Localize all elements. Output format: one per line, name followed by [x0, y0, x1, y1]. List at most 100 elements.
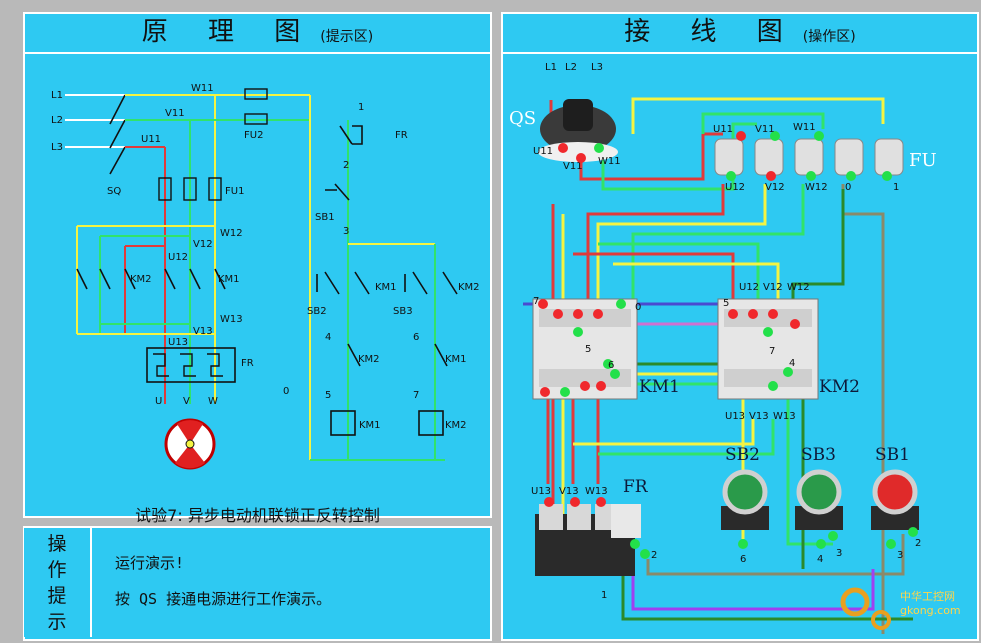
ctrl-node-5: 5: [325, 390, 331, 401]
node-v11: V11: [165, 108, 185, 119]
hint-char-3: 提: [47, 584, 67, 607]
fr-main-label: FR: [241, 358, 254, 369]
sb2-button[interactable]: [721, 469, 769, 530]
hint-char-2: 作: [47, 558, 67, 581]
sb3-label: SB3: [393, 306, 413, 317]
schematic-subtitle: (提示区): [320, 29, 374, 45]
wiring-title-bar: 接 线 图 (操作区): [503, 14, 977, 54]
operation-hint-panel: [23, 526, 492, 641]
fr-top-u13: U13: [531, 486, 551, 497]
motor-w: W: [208, 396, 218, 407]
ctrl-node-0: 0: [283, 386, 289, 397]
fr-relay[interactable]: [535, 504, 641, 576]
ctrl-node-7: 7: [413, 390, 419, 401]
fr-contact-label: FR: [395, 130, 408, 141]
km2-label: KM2: [819, 377, 860, 397]
km2-interlock-label: KM2: [358, 354, 380, 365]
km2-bottom-u13: U13: [725, 411, 745, 422]
km2-term-5: 5: [723, 298, 729, 309]
fr-thermal: [146, 347, 236, 383]
btn-term-3a: 3: [836, 548, 842, 559]
km2-term-7: 7: [769, 346, 775, 357]
km1-term-6: 6: [608, 360, 614, 371]
km1-main-label: KM1: [218, 274, 240, 285]
fu-bottom-0: 0: [845, 182, 851, 193]
ctrl-node-3: 3: [343, 226, 349, 237]
wiring-diagram[interactable]: QS L1 L2 L3 U11 V11 W11 U11 V11 W11 U12 …: [503, 14, 981, 643]
fu1-fuse-w: [208, 177, 222, 201]
km1-term-7: 7: [533, 296, 539, 307]
hint-char-4: 示: [47, 610, 67, 633]
phase-l3: L3: [51, 142, 63, 153]
btn-term-6: 6: [740, 554, 746, 565]
fr-label: FR: [623, 477, 649, 497]
fu-bottom-u12: U12: [725, 182, 745, 193]
km1-term-5: 5: [585, 344, 591, 355]
wiring-title: 接 线 图: [624, 17, 799, 47]
hint-char-1: 操: [47, 532, 67, 555]
fu-bottom-w12: W12: [805, 182, 828, 193]
km2-coil-label: KM2: [445, 420, 467, 431]
km2-bottom-w13: W13: [773, 411, 796, 422]
km1-aux-label: KM1: [375, 282, 397, 293]
km1-coil-label: KM1: [359, 420, 381, 431]
km1-label: KM1: [639, 377, 680, 397]
motor-v: V: [183, 396, 190, 407]
fu-block[interactable]: [714, 138, 904, 176]
fu1-fuse-v: [183, 177, 197, 201]
qs-top-l3: L3: [591, 62, 603, 73]
node-v12: V12: [193, 239, 213, 250]
km2-top-u12: U12: [739, 282, 759, 293]
fu-top-u11: U11: [713, 124, 733, 135]
sb2-label: SB2: [725, 445, 760, 465]
node-v13: V13: [193, 326, 213, 337]
ctrl-node-6: 6: [413, 332, 419, 343]
km2-term-4: 4: [789, 358, 795, 369]
fr-top-v13: V13: [559, 486, 579, 497]
wiring-panel: 接 线 图 (操作区): [501, 12, 979, 641]
sb3-button[interactable]: [795, 469, 843, 530]
schematic-panel: 原 理 图 (提示区) L1 L2 L3 SQ W11 V11 U11: [23, 12, 492, 525]
schematic-caption: 试验7: 异步电动机联锁正反转控制: [135, 506, 380, 525]
fu1-fuse-u: [158, 177, 172, 201]
sq-label: SQ: [107, 186, 121, 197]
fr-term-2: 2: [651, 550, 657, 561]
km2-coil: [418, 410, 444, 436]
km2-main-label: KM2: [130, 274, 152, 285]
km1-interlock-label: KM1: [445, 354, 467, 365]
wiring-subtitle: (操作区): [802, 29, 856, 45]
operation-hint-label: 操 作 提 示: [24, 528, 92, 637]
ctrl-node-1: 1: [358, 102, 364, 113]
sb2-label: SB2: [307, 306, 327, 317]
phase-l2: L2: [51, 115, 63, 126]
km2-aux-label: KM2: [458, 282, 480, 293]
qs-term-w11: W11: [598, 156, 621, 167]
fu1-label: FU1: [225, 186, 244, 197]
sb3-label: SB3: [801, 445, 836, 465]
phase-l1: L1: [51, 90, 63, 101]
km1-term-0: 0: [635, 302, 641, 313]
ctrl-node-4: 4: [325, 332, 331, 343]
node-u11: U11: [141, 134, 161, 145]
fu-bottom-v12: V12: [765, 182, 785, 193]
qs-top-l1: L1: [545, 62, 557, 73]
node-w11: W11: [191, 83, 214, 94]
node-u13: U13: [168, 337, 188, 348]
sb1-button[interactable]: [871, 469, 919, 530]
node-u12: U12: [168, 252, 188, 263]
fr-term-1: 1: [601, 590, 607, 601]
schematic-title-bar: 原 理 图 (提示区): [25, 14, 490, 54]
ctrl-node-2: 2: [343, 160, 349, 171]
km1-coil: [330, 410, 356, 436]
sb1-label: SB1: [315, 212, 335, 223]
fr-top-w13: W13: [585, 486, 608, 497]
fu-bottom-1: 1: [893, 182, 899, 193]
fu-label: FU: [909, 150, 937, 171]
sb1-label: SB1: [875, 445, 910, 465]
km2-top-w12: W12: [787, 282, 810, 293]
btn-term-4: 4: [817, 554, 823, 565]
qs-label: QS: [509, 108, 536, 129]
watermark-text: 中华工控网 gkong.com: [900, 590, 961, 617]
schematic-diagram: L1 L2 L3 SQ W11 V11 U11 FU1: [51, 83, 480, 470]
node-w12: W12: [220, 228, 243, 239]
